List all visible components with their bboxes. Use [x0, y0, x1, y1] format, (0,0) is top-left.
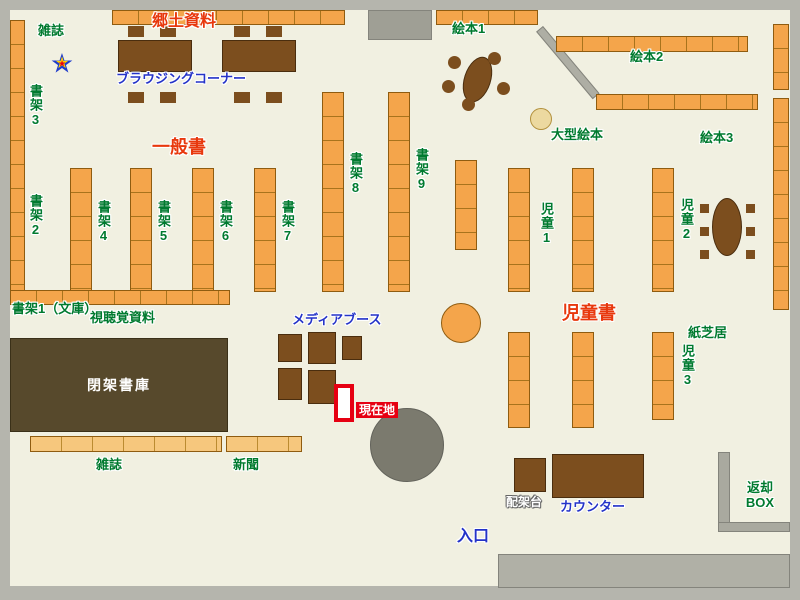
large-picture-book-stand: [530, 108, 552, 130]
chair: [746, 204, 755, 213]
current-location-marker: [334, 384, 354, 422]
star-icon-layer: ★: [49, 48, 75, 79]
counter-desk: [552, 454, 644, 498]
shelf-shoka5: [130, 168, 152, 292]
label-shelf4: 書架4: [95, 200, 111, 244]
shelf-picture-books1: [436, 10, 538, 25]
chair: [128, 26, 144, 37]
chair: [266, 92, 282, 103]
chair: [700, 204, 709, 213]
chair: [746, 227, 755, 236]
shelving-stand: [514, 458, 546, 492]
label-return-box: 返却 BOX: [736, 480, 784, 511]
wall-top-protrusion: [368, 10, 432, 40]
chair: [746, 250, 755, 259]
stool: [488, 52, 501, 65]
label-local-materials: 郷土資料: [152, 13, 217, 30]
label-shelf2: 書架2: [27, 194, 43, 238]
label-shelf5: 書架5: [155, 200, 171, 244]
shelf-left-wall: [10, 20, 25, 292]
wall-returnbox-left: [718, 452, 730, 532]
chair: [700, 250, 709, 259]
label-newspapers: 新聞: [233, 457, 260, 472]
label-picture-books3: 絵本3: [700, 130, 734, 145]
label-counter: カウンター: [560, 499, 626, 514]
label-return-box-line2: BOX: [745, 494, 775, 510]
wall-returnbox-bottom: [718, 522, 790, 532]
wall-bottom-right-slab: [498, 554, 790, 588]
label-kamishibai: 紙芝居: [688, 325, 728, 340]
shelf-magazines: [30, 436, 222, 452]
label-shelf7: 書架7: [279, 200, 295, 244]
chair: [700, 227, 709, 236]
closed-stacks-label: 閉架書庫: [87, 377, 151, 393]
media-booth-unit: [278, 334, 302, 362]
label-current-location: 現在地: [356, 402, 399, 419]
label-children1: 児童1: [538, 202, 554, 246]
browsing-table: [118, 40, 192, 72]
chair: [234, 92, 250, 103]
closed-stacks-room: 閉架書庫: [10, 338, 228, 432]
label-return-box-line1: 返却: [746, 480, 773, 495]
round-browse-table: [441, 303, 481, 343]
chair: [160, 92, 176, 103]
label-shelving-stand: 配架台: [506, 495, 543, 509]
media-booth-unit: [342, 336, 362, 360]
chair: [234, 26, 250, 37]
media-booth-unit: [308, 332, 336, 364]
stool: [497, 82, 510, 95]
shelf-bunko-av: [10, 290, 230, 305]
label-general-books: 一般書: [152, 137, 206, 157]
label-picture-books1: 絵本1: [452, 21, 486, 36]
label-children3: 児童3: [679, 344, 695, 388]
shelf-picture-books3: [596, 94, 758, 110]
pillar: [370, 408, 444, 482]
label-media-booth: メディアブース: [292, 312, 382, 327]
star-icon-layer: ★: [57, 58, 67, 69]
star-icon-layer: ★: [54, 55, 70, 72]
label-children2: 児童2: [678, 198, 694, 242]
shelf-jido-low2: [572, 332, 594, 428]
label-shelf1-bunko: 書架1（文庫）: [12, 301, 98, 316]
chair: [266, 26, 282, 37]
label-large-picture-books: 大型絵本: [551, 127, 604, 142]
label-magazines-top: 雑誌: [38, 23, 65, 38]
media-booth-unit: [308, 370, 336, 404]
label-shelf6: 書架6: [217, 200, 233, 244]
shelf-middle-short: [455, 160, 477, 250]
shelf-newspapers: [226, 436, 302, 452]
media-booth-unit: [278, 368, 302, 400]
shelf-shoka9: [388, 92, 410, 292]
shelf-right-wall: [773, 98, 789, 310]
label-browsing-corner: ブラウジングコーナー: [116, 71, 247, 86]
chair: [160, 26, 176, 37]
label-shelf3: 書架3: [27, 84, 43, 128]
shelf-jido-low1: [508, 332, 530, 428]
shelf-shoka6: [192, 168, 214, 292]
label-picture-books2: 絵本2: [630, 49, 664, 64]
shelf-jido3: [652, 332, 674, 420]
label-magazines-bottom: 雑誌: [96, 457, 123, 472]
label-children-books: 児童書: [562, 303, 616, 323]
stool: [462, 98, 475, 111]
shelf-jido2: [652, 168, 674, 292]
shelf-picture-books2: [556, 36, 748, 52]
shelf-local-materials: [112, 10, 345, 25]
label-shelf9: 書架9: [413, 148, 429, 192]
shelf-jido1: [508, 168, 530, 292]
stool: [442, 80, 455, 93]
shelf-shoka4: [70, 168, 92, 292]
label-entrance: 入口: [457, 528, 490, 545]
browsing-table: [222, 40, 296, 72]
chair: [128, 92, 144, 103]
stool: [448, 56, 461, 69]
shelf-right-wall-top: [773, 24, 789, 90]
oval-table-jido: [712, 198, 742, 256]
shelf-jido-mid: [572, 168, 594, 292]
magazine-star-icon: ★ ★ ★: [48, 50, 76, 78]
shelf-shoka8: [322, 92, 344, 292]
label-shelf8: 書架8: [347, 152, 363, 196]
shelf-shoka7: [254, 168, 276, 292]
label-av-materials: 視聴覚資料: [90, 310, 156, 325]
